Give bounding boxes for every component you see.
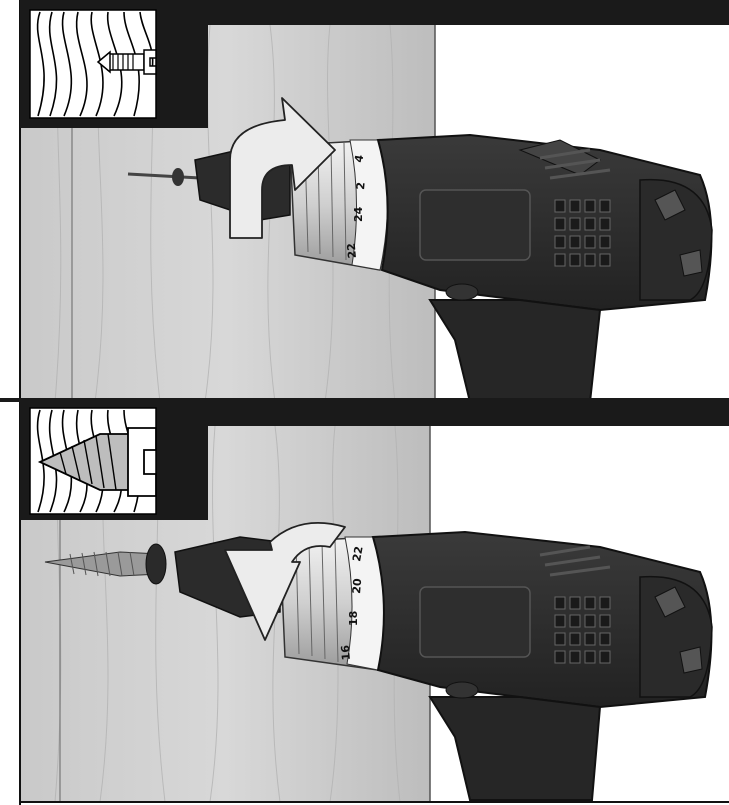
clutch-number: 24 xyxy=(352,206,365,222)
panel-top-drawing: 4 2 24 22 xyxy=(0,0,729,402)
clutch-number: 18 xyxy=(347,611,360,626)
clutch-number: 22 xyxy=(350,545,365,562)
panel-top: 4 2 24 22 xyxy=(0,0,729,402)
clutch-number: 2 xyxy=(354,182,368,191)
screw-driven-icon xyxy=(20,402,208,520)
clutch-number: 22 xyxy=(345,242,359,258)
screw-pilot-icon xyxy=(20,0,208,128)
clutch-number: 16 xyxy=(339,644,353,661)
panel-bottom: 22 20 18 16 xyxy=(0,402,729,805)
panel-bottom-drawing: 22 20 18 16 xyxy=(0,402,729,805)
clutch-number: 20 xyxy=(350,578,364,595)
